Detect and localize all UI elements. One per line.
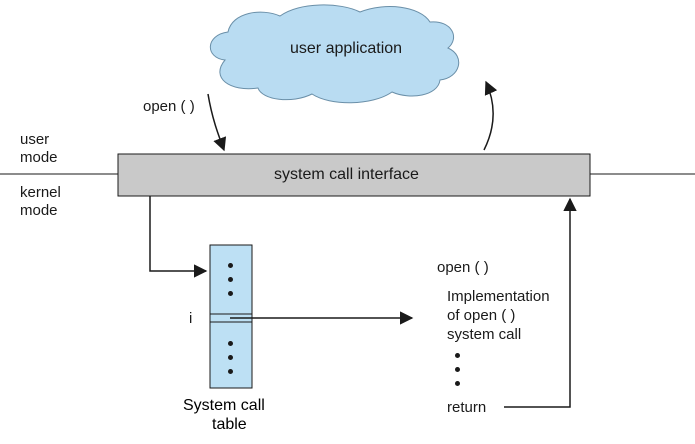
table-caption-line1: System call (183, 397, 265, 414)
table-ellipsis-dot (228, 341, 233, 346)
table-caption-line2: table (212, 416, 247, 433)
interface-label: system call interface (274, 166, 419, 183)
return-label: return (447, 399, 487, 416)
open-call-label: open ( ) (143, 98, 195, 115)
cloud-label: user application (290, 40, 403, 57)
table-ellipsis-dot (228, 355, 233, 360)
user-application-cloud (209, 4, 460, 104)
table-ellipsis-dot (228, 369, 233, 374)
implementation-ellipsis-dot (455, 353, 460, 358)
open-call-arrow (207, 93, 227, 152)
return-to-interface-arrow (504, 197, 577, 408)
implementation-ellipsis-dot (455, 367, 460, 372)
implementation-label-line3: system call (447, 326, 522, 343)
implementation-label-line1: Implementation (447, 288, 550, 305)
interface-to-table-arrow (149, 196, 208, 278)
kernel-mode-label-line2: mode (20, 202, 58, 219)
implementation-ellipsis-dot (455, 381, 460, 386)
implementation-label-line2: of open ( ) (447, 307, 516, 324)
system-call-interface-box (117, 153, 591, 197)
table-ellipsis-dot (228, 263, 233, 268)
kernel-mode-label-line1: kernel (20, 184, 61, 201)
table-ellipsis-dot (228, 291, 233, 296)
table-ellipsis-dot (228, 277, 233, 282)
return-to-user-arrow (483, 80, 498, 151)
implementation-title: open ( ) (437, 259, 489, 276)
user-mode-label-line1: user (20, 131, 50, 148)
user-mode-label-line2: mode (20, 149, 58, 166)
index-label: i (189, 310, 193, 327)
system-call-table (209, 244, 253, 389)
